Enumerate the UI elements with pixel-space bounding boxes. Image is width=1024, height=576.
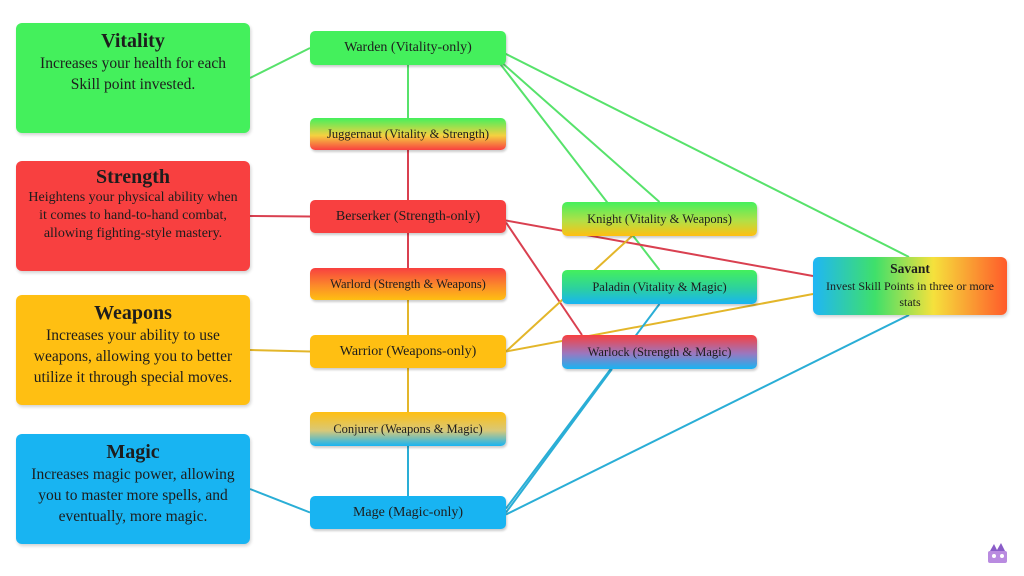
class-label: Paladin (Vitality & Magic) <box>592 279 727 294</box>
stat-description: Increases your ability to use weapons, a… <box>33 327 233 386</box>
connection-warrior-savant <box>505 293 814 353</box>
stat-title: Magic <box>106 441 160 463</box>
class-label: Warlord (Strength & Weapons) <box>330 276 486 291</box>
class-node-conjurer: Conjurer (Weapons & Magic) <box>310 412 506 446</box>
stat-title: Weapons <box>94 302 172 324</box>
class-node-savant: Savant Invest Skill Points in three or m… <box>813 257 1007 315</box>
class-node-paladin: Paladin (Vitality & Magic) <box>562 270 757 304</box>
connection-warden-knight <box>499 60 661 203</box>
class-label: Berserker (Strength-only) <box>335 208 481 224</box>
connection-mage-warlock <box>505 368 613 514</box>
stat-box-weapons: Weapons Increases your ability to use we… <box>16 295 250 405</box>
savant-title: Savant <box>890 261 930 276</box>
class-node-knight: Knight (Vitality & Weapons) <box>562 202 757 236</box>
stat-description: Increases magic power, allowing you to m… <box>31 466 235 525</box>
connection-warden-savant <box>501 51 910 258</box>
connection-berserker-savant <box>505 219 814 277</box>
stat-box-strength: Strength Heightens your physical ability… <box>16 161 250 271</box>
class-node-warden: Warden (Vitality-only) <box>310 31 506 65</box>
connection-magic-mage <box>249 488 311 514</box>
connection-strength-berserker <box>249 215 311 218</box>
class-node-warlord: Warlord (Strength & Weapons) <box>310 268 506 300</box>
connection-weapons-warrior <box>249 349 311 353</box>
class-label: Mage (Magic-only) <box>352 504 464 520</box>
stat-title: Vitality <box>101 30 165 52</box>
stat-box-vitality: Vitality Increases your health for each … <box>16 23 250 133</box>
connection-mage-savant <box>505 314 910 516</box>
channel-logo-icon <box>988 543 1007 563</box>
class-node-mage: Mage (Magic-only) <box>310 496 506 529</box>
stat-description: Heightens your physical ability when it … <box>28 190 238 241</box>
connection-vitality-warden <box>249 47 311 79</box>
class-label: Warden (Vitality-only) <box>344 40 472 55</box>
class-node-berserker: Berserker (Strength-only) <box>310 200 506 233</box>
stat-title: Strength <box>95 166 171 188</box>
class-label: Conjurer (Weapons & Magic) <box>333 421 483 436</box>
class-label: Warrior (Weapons-only) <box>339 343 477 359</box>
class-label: Knight (Vitality & Weapons) <box>587 211 732 226</box>
stat-box-magic: Magic Increases magic power, allowing yo… <box>16 434 250 544</box>
class-node-warrior: Warrior (Weapons-only) <box>310 335 506 368</box>
savant-description: Invest Skill Points in three or more sta… <box>826 279 994 309</box>
class-node-juggernaut: Juggernaut (Vitality & Strength) <box>310 118 506 150</box>
stat-description: Increases your health for each Skill poi… <box>40 55 226 93</box>
connection-berserker-warlock <box>505 221 583 336</box>
class-node-warlock: Warlock (Strength & Magic) <box>562 335 757 369</box>
class-label: Juggernaut (Vitality & Strength) <box>326 126 490 141</box>
connection-warden-paladin <box>497 60 661 271</box>
class-label: Warlock (Strength & Magic) <box>587 344 732 359</box>
